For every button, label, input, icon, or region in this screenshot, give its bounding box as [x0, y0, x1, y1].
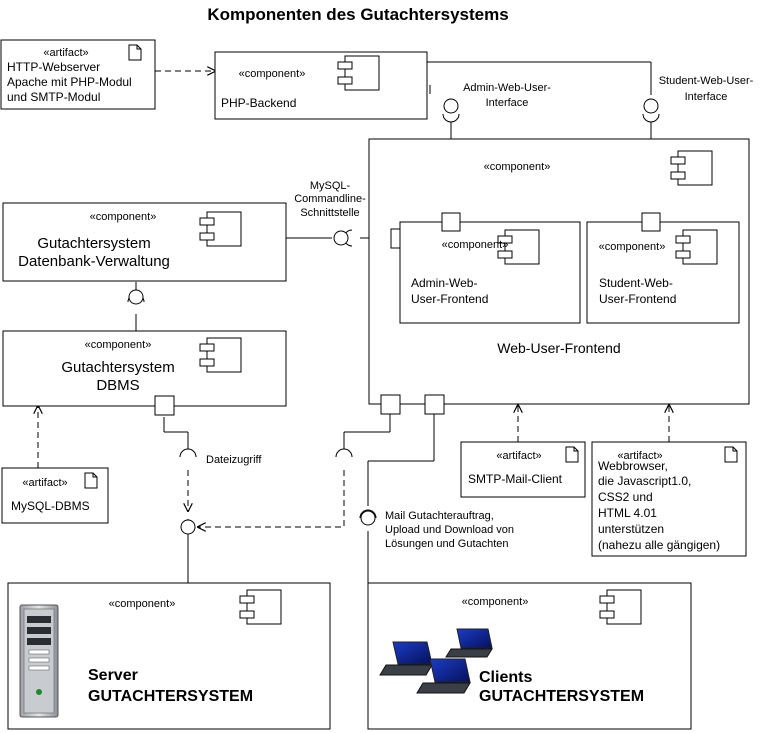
component-name: GUTACHTERSYSTEM	[479, 688, 644, 705]
component-name: Datenbank-Verwaltung	[18, 253, 170, 270]
student-interface-socket	[642, 113, 660, 123]
mail-socket	[359, 509, 377, 519]
artifact-line: (nahezu alle gängigen)	[598, 538, 720, 552]
component-admin-frontend: «component» Admin-Web- User-Frontend	[399, 212, 581, 324]
component-name: Server	[88, 667, 138, 684]
artifact-mysql-dbms: «artifact» MySQL-DBMS	[1, 467, 109, 524]
webfront-port-left	[380, 394, 401, 415]
interface-label-admin: Interface	[486, 97, 529, 109]
laptop-icon	[379, 641, 433, 676]
dbms-port	[154, 395, 175, 416]
stereotype-label: «artifact»	[496, 450, 541, 462]
mysql-cli-ball	[333, 230, 349, 246]
stereotype-label: «artifact»	[22, 477, 67, 489]
server-tower-icon	[19, 604, 59, 718]
laptop-icon	[445, 628, 493, 658]
student-port	[641, 212, 661, 232]
dateizugriff-ball	[180, 519, 196, 535]
dateizugriff-socket	[179, 448, 197, 458]
component-dbms: «component» Gutachtersystem DBMS	[2, 330, 287, 416]
component-name: Student-Web-	[599, 276, 673, 290]
component-name: PHP-Backend	[221, 96, 296, 110]
artifact-line: Apache mit PHP-Modul	[7, 75, 132, 89]
artifact-line: HTML 4.01	[598, 506, 657, 520]
db-link-ball	[128, 289, 144, 305]
component-php-backend: «component» PHP-Backend	[214, 51, 428, 120]
component-name: Gutachtersystem	[61, 359, 174, 376]
stereotype-label: «component»	[90, 211, 157, 223]
admin-interface-ball	[443, 98, 459, 114]
interface-label-admin: Admin-Web-User-	[463, 82, 551, 94]
artifact-line: CSS2 und	[598, 490, 653, 504]
interface-label-mysql: Commandline-	[294, 193, 366, 205]
webfront-socket	[335, 448, 353, 458]
component-student-frontend: «component» Student-Web- User-Frontend	[586, 212, 740, 324]
artifact-line: HTTP-Webserver	[7, 60, 100, 74]
artifact-line: Webbrowser,	[598, 459, 668, 473]
webfront-port-mail	[424, 394, 445, 415]
component-name: User-Frontend	[599, 292, 676, 306]
laptop-icon	[416, 658, 471, 694]
diagram-title: Komponenten des Gutachtersystems	[207, 5, 508, 24]
webfront-arrow	[198, 470, 345, 527]
stereotype-label: «component»	[85, 339, 152, 351]
component-name: GUTACHTERSYSTEM	[88, 688, 253, 705]
artifact-line: die Javascript1.0,	[598, 474, 691, 488]
mail-ball	[360, 510, 376, 526]
component-server: «component» Server GUTACHTERSYSTEM	[7, 582, 331, 730]
stereotype-label: «artifact»	[617, 450, 662, 462]
interface-label-mysql: Schnittstelle	[300, 207, 359, 219]
stereotype-label: «component»	[109, 598, 176, 610]
component-name: Web-User-Frontend	[497, 340, 620, 356]
interface-label-mail: Mail Gutachterauftrag,	[385, 510, 494, 522]
interface-label-dateizugriff: Dateizugriff	[206, 454, 262, 466]
admin-port	[441, 212, 461, 232]
artifact-line: unterstützen	[598, 522, 664, 536]
student-interface-ball	[643, 98, 659, 114]
artifact-webbrowser: «artifact» Webbrowser, die Javascript1.0…	[591, 441, 747, 557]
component-name: User-Frontend	[411, 292, 488, 306]
artifact-name: SMTP-Mail-Client	[468, 472, 563, 486]
stereotype-label: «artifact»	[43, 47, 88, 59]
artifact-line: und SMTP-Modul	[7, 90, 100, 104]
admin-interface-socket	[442, 113, 460, 123]
interface-label-student: Student-Web-User-	[659, 75, 754, 87]
interface-label-mail: Lösungen und Gutachten	[385, 538, 509, 550]
component-name: Admin-Web-	[411, 276, 477, 290]
interface-label-mail: Upload und Download von	[385, 524, 514, 536]
component-name: Clients	[479, 669, 532, 686]
component-clients: «component» Clients GUTACHTERSYSTEM	[367, 582, 692, 730]
stereotype-label: «component»	[599, 241, 666, 253]
interface-label-student: Interface	[685, 91, 728, 103]
artifact-http-webserver: «artifact» HTTP-Webserver Apache mit PHP…	[0, 39, 156, 110]
component-db-verwaltung: «component» Gutachtersystem Datenbank-Ve…	[2, 202, 287, 282]
component-name: Gutachtersystem	[37, 235, 150, 252]
stereotype-label: «component»	[239, 68, 306, 80]
artifact-name: MySQL-DBMS	[11, 499, 90, 513]
interface-label-mysql: MySQL-	[310, 180, 351, 192]
artifact-smtp-mail-client: «artifact» SMTP-Mail-Client	[460, 441, 586, 498]
stereotype-label: «component»	[462, 596, 529, 608]
component-name: DBMS	[96, 377, 139, 394]
stereotype-label: «component»	[442, 239, 509, 251]
stereotype-label: «component»	[484, 161, 551, 173]
